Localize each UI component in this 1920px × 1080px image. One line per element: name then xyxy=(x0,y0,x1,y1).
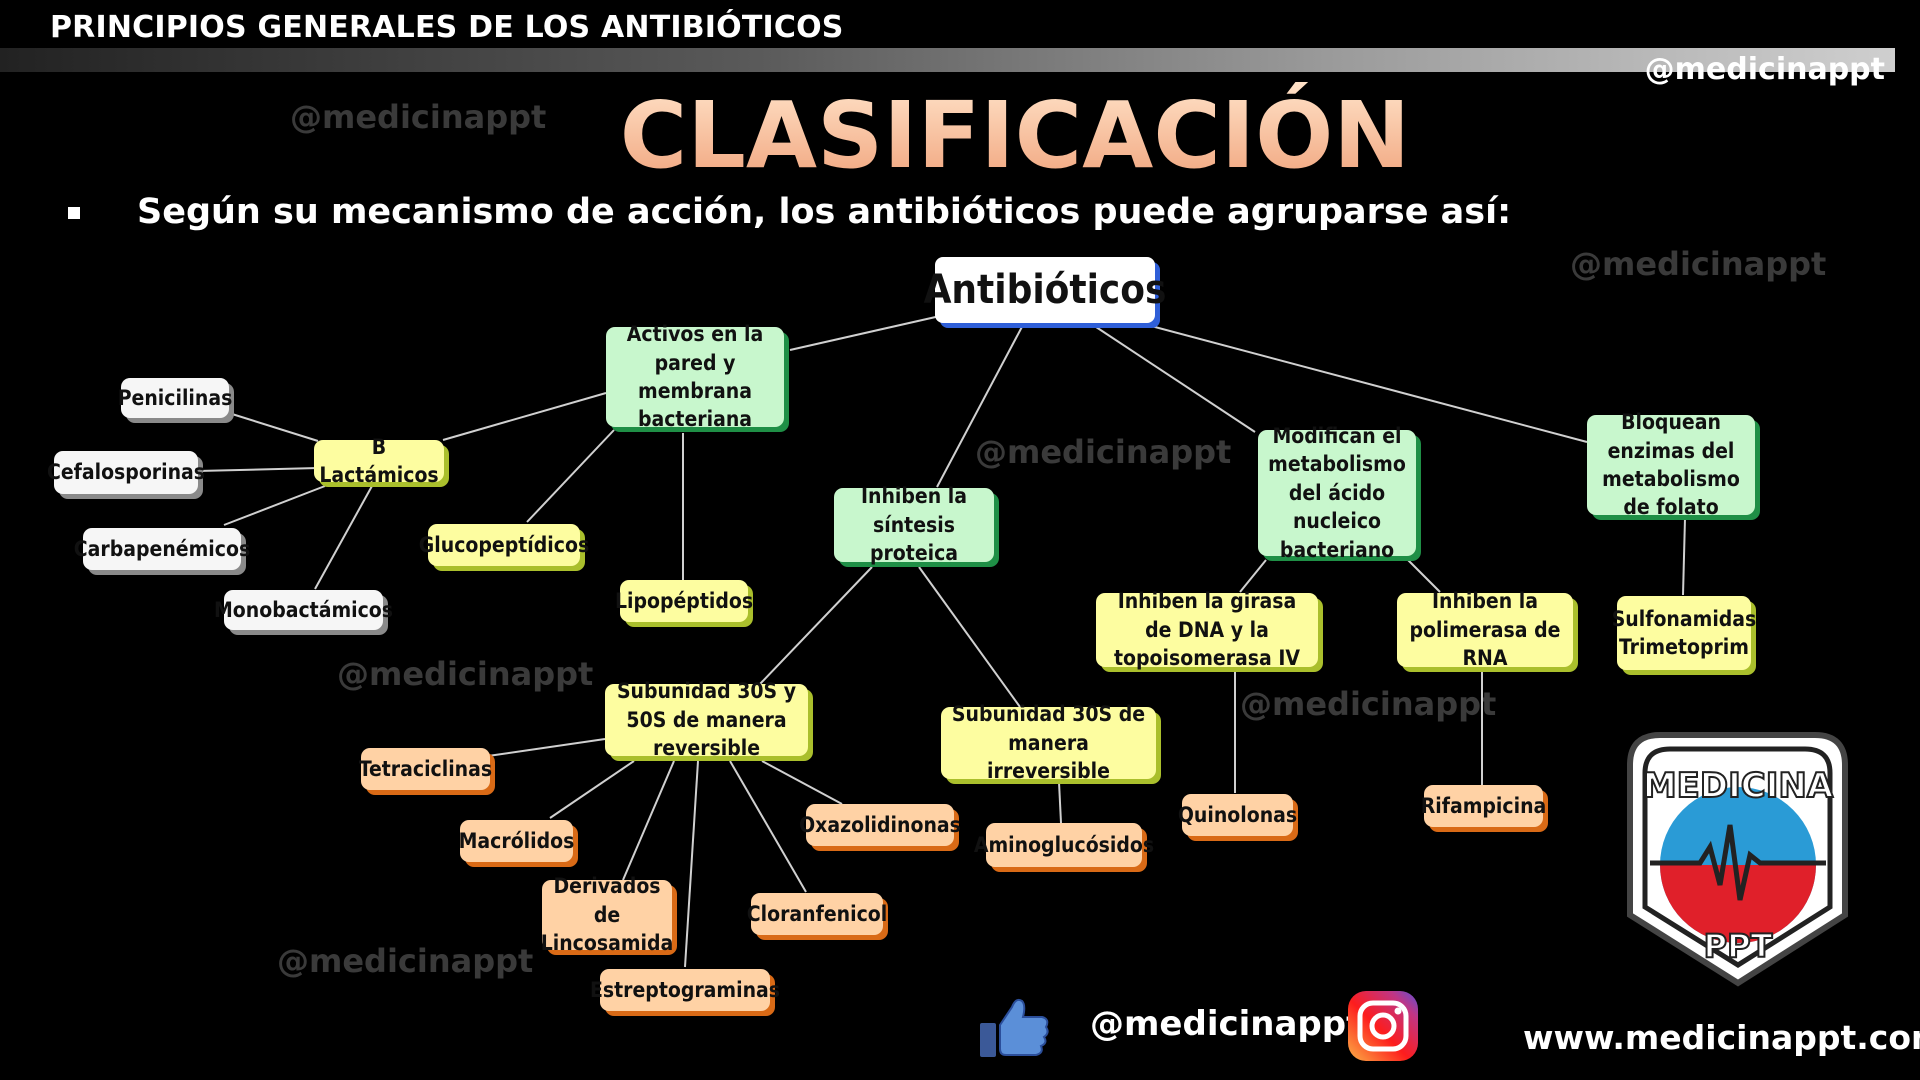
node-monobactamicos: Monobactámicos xyxy=(214,590,393,630)
node-cefalosporinas: Cefalosporinas xyxy=(47,451,205,494)
node-carbapenemicos: Carbapenémicos xyxy=(74,528,250,570)
node-polimerasa-rna: Inhiben la polimerasa de RNA xyxy=(1397,589,1573,670)
page-title: CLASIFICACIÓN xyxy=(0,82,1920,189)
header-handle: @medicinappt xyxy=(1644,52,1885,87)
logo-bottom-text: PPT xyxy=(1704,927,1773,965)
watermark: @medicinappt xyxy=(975,433,1232,471)
node-derivados-lincosamida: Derivados de Lincosamida xyxy=(540,874,674,956)
watermark: @medicinappt xyxy=(290,98,546,136)
node-aminoglucosidos: Aminoglucósidos xyxy=(974,823,1154,867)
thumbs-up-icon[interactable] xyxy=(978,995,1050,1060)
node-penicilinas: Penicilinas xyxy=(118,378,232,418)
node-girasa-topoisomerasa: Inhiben la girasa de DNA y la topoisomer… xyxy=(1096,589,1318,670)
header-bar xyxy=(0,14,1895,72)
node-acido-nucleico: Modifican el metabolismo del ácido nucle… xyxy=(1258,424,1416,562)
node-b-lactamicos: B Lactámicos xyxy=(314,435,444,487)
node-cloranfenicol: Cloranfenicol xyxy=(747,893,887,935)
watermark: @medicinappt xyxy=(1240,685,1497,723)
watermark: @medicinappt xyxy=(337,655,594,693)
medicinappt-logo: MEDICINA PPT xyxy=(1627,732,1848,987)
node-pared-membrana: Activos en la pared y membrana bacterian… xyxy=(606,322,784,431)
node-macrolidos: Macrólidos xyxy=(459,820,574,862)
node-sintesis-proteica: Inhiben la síntesis proteica xyxy=(834,484,994,565)
watermark: @medicinappt xyxy=(1570,245,1827,283)
instagram-icon[interactable] xyxy=(1346,989,1420,1063)
node-rifampicina: Rifampicina xyxy=(1421,785,1546,827)
watermark: @medicinappt xyxy=(277,942,534,980)
node-oxazolidinonas: Oxazolidinonas xyxy=(799,804,961,846)
logo-top-text: MEDICINA xyxy=(1643,766,1834,806)
bullet-icon xyxy=(68,207,80,219)
node-quinolonas: Quinolonas xyxy=(1178,794,1297,836)
node-estreptograminas: Estreptograminas xyxy=(590,969,780,1011)
node-lipopeptidos: Lipopéptidos xyxy=(615,580,753,622)
subtitle: Según su mecanismo de acción, los antibi… xyxy=(137,192,1512,232)
node-folato: Bloquean enzimas del metabolismo de fola… xyxy=(1587,410,1755,519)
website-link[interactable]: www.medicinappt.com xyxy=(1523,1018,1920,1057)
node-tetraciclinas: Tetraciclinas xyxy=(359,748,492,790)
footer-handle[interactable]: @medicinappt xyxy=(1090,1004,1363,1044)
node-sulfonamidas-trimetoprim: Sulfonamidas Trimetoprim xyxy=(1612,596,1756,670)
header-title: PRINCIPIOS GENERALES DE LOS ANTIBIÓTICOS xyxy=(50,10,844,45)
node-subunidad-30s-50s: Subunidad 30S y 50S de manera reversible xyxy=(605,679,808,760)
node-subunidad-30s: Subunidad 30S de manera irreversible xyxy=(941,702,1156,783)
node-glucopeptidicos: Glucopeptídicos xyxy=(419,524,589,566)
node-antibioticos: Antibióticos xyxy=(924,257,1166,323)
